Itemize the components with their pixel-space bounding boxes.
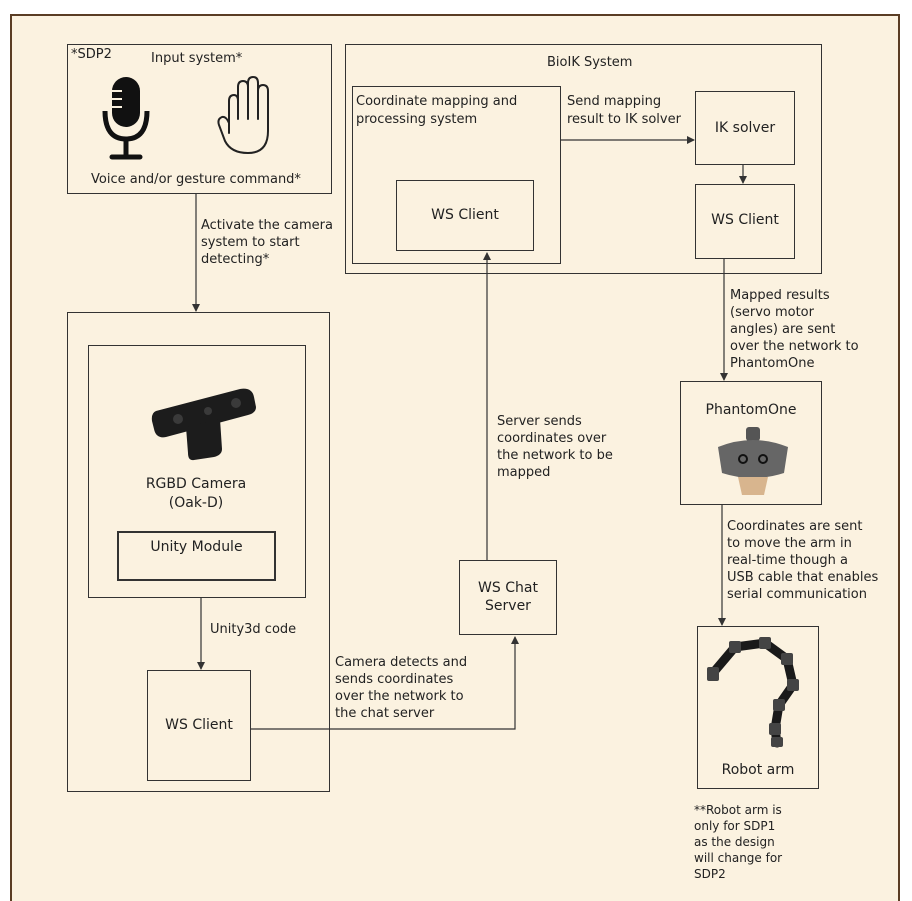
phantom-one-box [680,381,822,505]
camera-detects-label-4: the chat server [335,706,435,721]
server-sends-label-3: the network to be [497,448,613,463]
microphone-icon [100,75,152,165]
camera-ws-client-box [147,670,251,781]
phantom-one-label: PhantomOne [705,402,797,418]
chat-server-label-2: Server [485,598,531,614]
coords-sent-label-4: USB cable that enables [727,570,879,585]
activate-label-1: Activate the camera [201,218,333,233]
unity-module-label: Unity Module [150,539,243,555]
ik-ws-client-label: WS Client [711,212,779,228]
coords-sent-label-5: serial communication [727,587,867,602]
chat-server-box [459,560,557,635]
footnote-line-5: SDP2 [694,867,726,881]
sdp2-tag: *SDP2 [71,47,112,62]
coords-sent-label-1: Coordinates are sent [727,519,863,534]
input-system-caption: Voice and/or gesture command* [91,172,301,187]
mapping-title-2: processing system [356,112,478,127]
oak-d-camera-icon [148,383,258,463]
hand-icon [215,75,275,157]
camera-detects-label-2: sends coordinates [335,672,454,687]
mapped-results-label-3: angles) are sent [730,322,836,337]
robot-arm-icon [703,633,813,751]
mapping-system-box [352,86,561,264]
footnote-line-4: will change for [694,851,783,865]
input-system-box [67,44,332,194]
biolk-title: BioIK System [547,55,633,70]
coords-sent-label-2: to move the arm in [727,536,852,551]
unity-code-label: Unity3d code [210,622,297,637]
arrow-client-to-chat [251,636,519,730]
server-sends-label-4: mapped [497,465,551,480]
robot-arm-label: Robot arm [721,762,795,778]
mapping-ws-client-box [396,180,534,251]
camera-system-box [67,312,330,792]
footnote-line-1: **Robot arm is [694,803,782,817]
send-mapping-label-2: result to IK solver [567,112,681,127]
mapped-results-label-5: PhantomOne [730,356,815,371]
chat-server-label-1: WS Chat [478,580,538,596]
mapped-results-label-1: Mapped results [730,288,830,303]
send-mapping-label-1: Send mapping [567,94,662,109]
camera-detects-label-3: over the network to [335,689,464,704]
camera-label-1: RGBD Camera [145,476,247,492]
camera-label-2: (Oak-D) [168,495,224,511]
server-sends-label-2: coordinates over [497,431,607,446]
coords-sent-label-3: real-time though a [727,553,848,568]
phantom-one-device-icon [708,425,798,500]
input-system-title: Input system* [151,51,243,66]
biolk-system-box [345,44,822,274]
mapped-results-label-2: (servo motor [730,305,814,320]
activate-label-3: detecting* [201,252,270,267]
camera-inner-box [88,345,306,598]
robot-arm-box [697,626,819,789]
camera-ws-client-label: WS Client [165,717,233,733]
ik-solver-box [695,91,795,165]
mapped-results-label-4: over the network to [730,339,859,354]
unity-module-box [117,531,276,581]
footnote-line-3: as the design [694,835,775,849]
ik-ws-client-box [695,184,795,259]
camera-detects-label-1: Camera detects and [335,655,468,670]
ik-solver-label: IK solver [714,120,776,136]
footnote-line-2: only for SDP1 [694,819,776,833]
server-sends-label-1: Server sends [497,414,582,429]
mapping-ws-client-label: WS Client [431,207,499,223]
mapping-title-1: Coordinate mapping and [356,94,518,109]
activate-label-2: system to start [201,235,300,250]
